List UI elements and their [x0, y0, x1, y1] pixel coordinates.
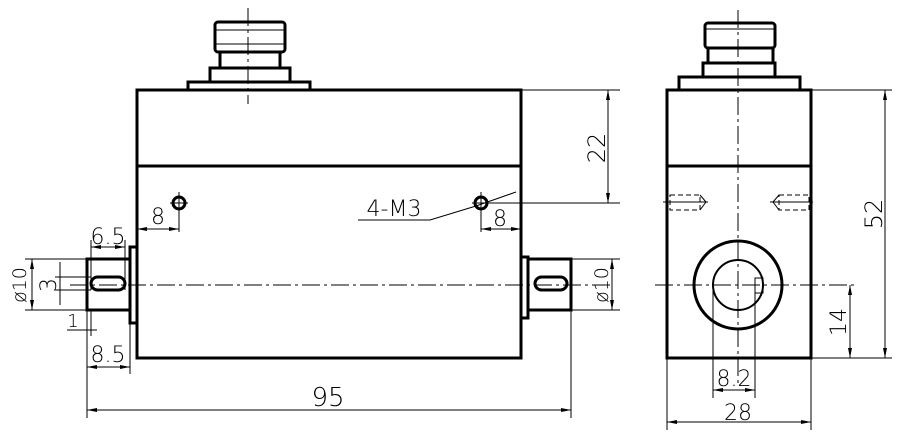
dim-label-slot-length: 6.5: [91, 225, 126, 250]
dim-slot-width: 3: [37, 262, 91, 305]
dim-hole-offset-right: 8: [481, 205, 522, 236]
dim-label-slot-width: 3: [37, 278, 62, 292]
shaft-collar-circle: [692, 239, 784, 331]
dim-hole-offset-left: 8: [137, 205, 179, 231]
dim-label-shaft-length: 8.5: [91, 343, 126, 368]
dim-shaft-length: 8.5: [86, 310, 131, 374]
side-view: 52 14 8.2 28: [655, 10, 892, 430]
body-outline: [135, 88, 523, 360]
side-body-outline: [665, 88, 813, 360]
dim-label-shaft-dia-left: ø10: [9, 267, 31, 303]
side-connector: [677, 21, 802, 92]
dim-length: 95: [86, 310, 572, 418]
dim-keyway: 8.2: [712, 285, 756, 398]
dim-label-slot-offset: 1: [67, 311, 78, 332]
threaded-hole-right: [770, 194, 813, 211]
dim-width: 28: [666, 358, 812, 430]
holes-callout: 4-M3: [358, 191, 517, 222]
dim-shaft-dia-right: ø10: [571, 258, 620, 311]
dim-label-center-height: 14: [827, 308, 852, 336]
dim-height: 52: [811, 89, 892, 359]
dim-label-height-upper: 22: [583, 133, 611, 164]
mounting-hole-left: [170, 192, 188, 232]
dim-slot-offset: 1: [67, 310, 97, 336]
dim-label-width: 28: [724, 401, 752, 426]
dim-center-height: 14: [827, 285, 852, 358]
dim-label-hole-right: 8: [493, 207, 507, 232]
shaft-right: [519, 255, 573, 320]
dim-height-upper: 22: [521, 89, 620, 203]
mounting-hole-right: [472, 192, 620, 232]
connector: [186, 20, 312, 92]
dim-slot-length: 6.5: [90, 225, 126, 290]
front-view: 95 22 8 8 4-M3 6.5 ø10 3 1: [9, 8, 620, 418]
dim-label-shaft-dia-right: ø10: [591, 267, 613, 303]
dim-label-keyway: 8.2: [717, 367, 752, 392]
dim-label-length: 95: [311, 383, 344, 413]
dim-label-hole-left: 8: [151, 205, 165, 230]
dim-shaft-dia-left: ø10: [9, 258, 87, 311]
holes-label: 4-M3: [367, 197, 422, 222]
dim-label-height: 52: [860, 199, 888, 230]
threaded-hole-left: [663, 194, 708, 211]
